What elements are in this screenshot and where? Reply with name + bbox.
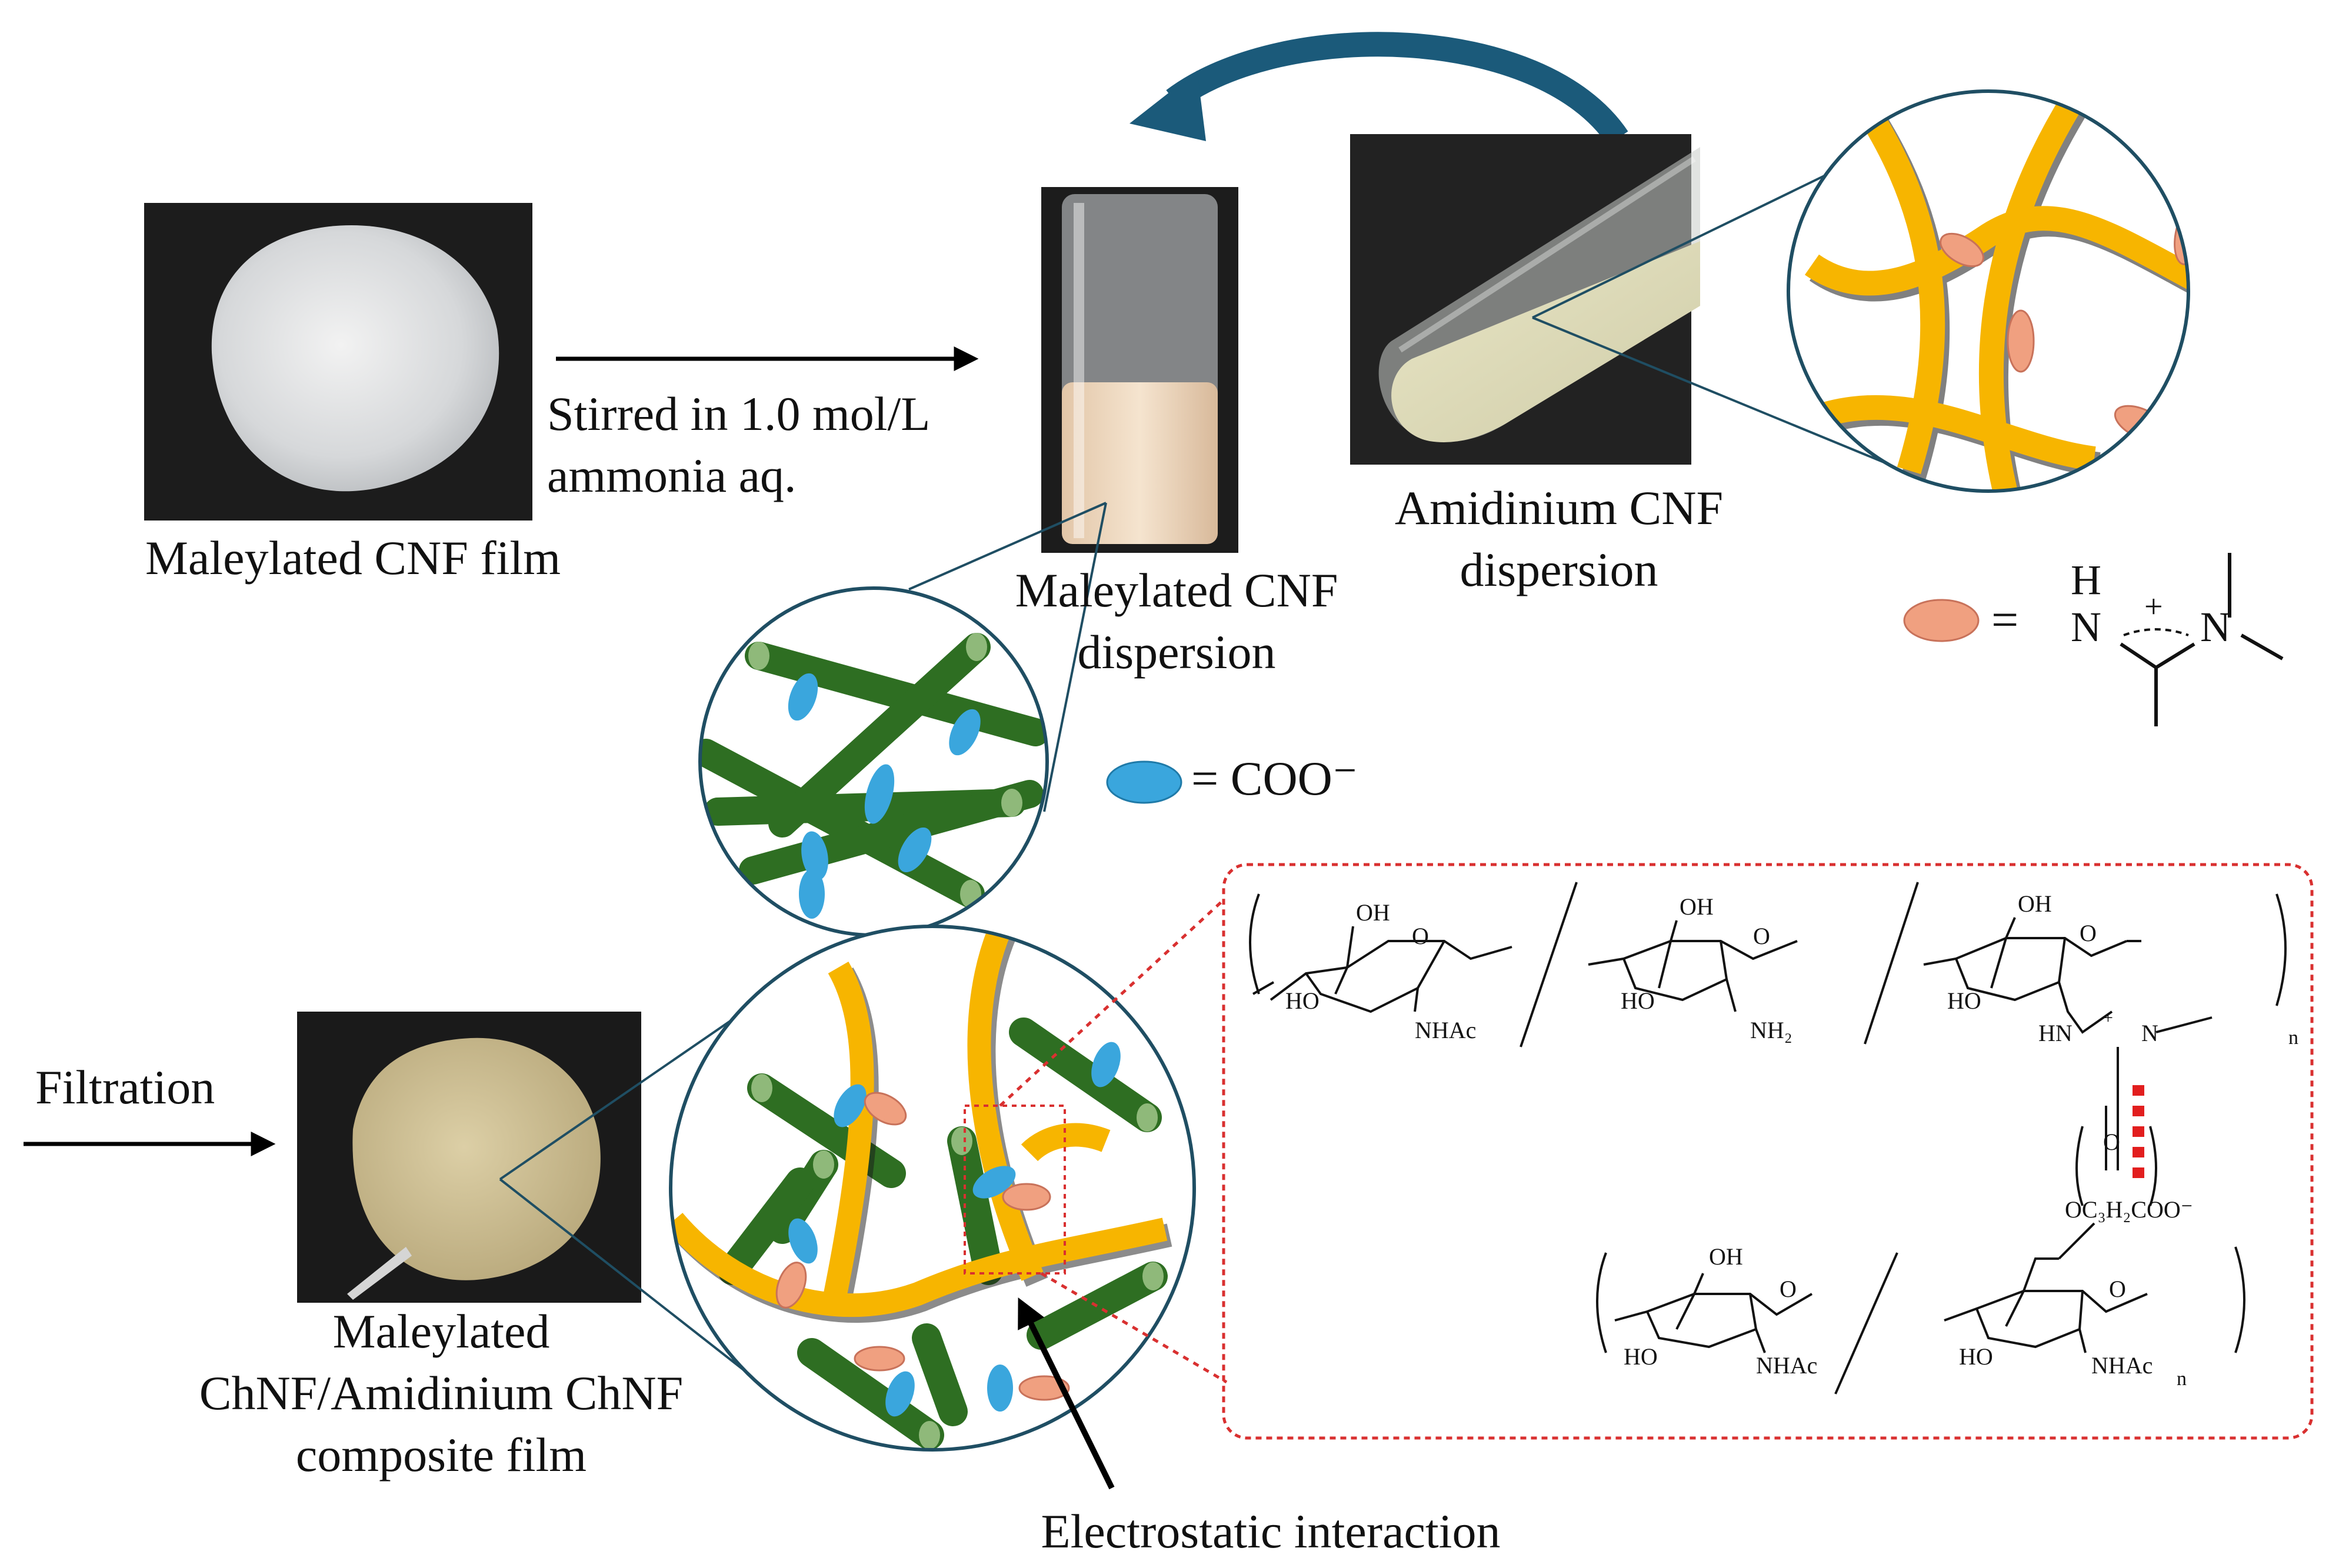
zoom-circle-maleylated (698, 586, 1049, 937)
ring3-oh: OH (2018, 890, 2052, 917)
label-maleylated-dispersion-line2: dispersion (1077, 625, 1276, 679)
ring5-ho: HO (1959, 1343, 1993, 1370)
label-maleylated-cnf-film: Maleylated CNF film (145, 531, 561, 585)
photo-amidinium-cnf-dispersion (1350, 134, 1700, 465)
ring4-ho: HO (1624, 1343, 1658, 1370)
photo-composite-film (297, 1012, 641, 1303)
zoom-circle-composite (669, 925, 1196, 1452)
ring2-nh2: NH₂ (1750, 1017, 1792, 1043)
ring4-oh: OH (1709, 1243, 1743, 1270)
ring4-o: O (1780, 1276, 1797, 1302)
ring3-n: N (2141, 1020, 2158, 1046)
label-composite-line1: Maleylated (332, 1305, 550, 1358)
chitin-structures (1249, 882, 2287, 1394)
label-filtration: Filtration (35, 1060, 215, 1114)
label-amidinium-legend-equals: = (1991, 593, 2019, 646)
ring3-hn: HN (2038, 1020, 2073, 1046)
label-stir-line2: ammonia aq. (547, 449, 797, 502)
ring1-o: O (1412, 923, 1429, 949)
label-coo-legend: = COO⁻ (1191, 752, 1358, 805)
label-electrostatic-interaction: Electrostatic interaction (1041, 1504, 1501, 1558)
ring3-plus: + (2103, 1008, 2113, 1027)
ring5-nhac: NHAc (2091, 1352, 2153, 1379)
box-zoom-lines (999, 899, 1228, 1384)
ring2-ho: HO (1621, 987, 1655, 1014)
ring2-o: O (1753, 923, 1770, 949)
zoom-circle-amidinium (1787, 89, 2190, 493)
amidinium-structure (2120, 553, 2284, 726)
photo-maleylated-cnf-film (144, 203, 532, 521)
ring1-oh: OH (1356, 899, 1390, 926)
amidinium-plus: + (2144, 589, 2163, 625)
ring2-oh: OH (1680, 893, 1714, 920)
ring5-subscript-n: n (2177, 1368, 2187, 1390)
blue-ellipse-legend-icon (1106, 760, 1182, 804)
amidinium-n-right: N (2200, 603, 2231, 650)
ester-group: OC₃H₂COO⁻ (2065, 1196, 2193, 1223)
label-composite-line2: ChNF/Amidinium ChNF (199, 1366, 684, 1420)
label-amidinium-dispersion-line1: Amidinium CNF (1394, 481, 1724, 535)
carbonyl-o: O (2103, 1129, 2120, 1155)
label-amidinium-dispersion-line2: dispersion (1460, 543, 1658, 596)
ring5-o: O (2109, 1276, 2126, 1302)
label-maleylated-dispersion-line1: Maleylated CNF (1015, 563, 1338, 617)
return-curved-arrow (1129, 32, 1628, 145)
amidinium-n-left: N (2071, 603, 2101, 650)
electrostatic-red-dashes (2133, 1085, 2144, 1178)
electrostatic-arrow (1018, 1297, 1115, 1490)
ring1-ho: HO (1285, 987, 1320, 1014)
label-composite-line3: composite film (295, 1428, 587, 1482)
amidinium-h: H (2071, 556, 2101, 603)
ring4-nhac: NHAc (1756, 1352, 1817, 1379)
ring3-ho: HO (1947, 987, 1981, 1014)
photo-maleylated-cnf-dispersion (1041, 187, 1238, 553)
chemistry-box (1222, 863, 2314, 1440)
ring3-subscript-n: n (2288, 1027, 2298, 1049)
ring3-o: O (2080, 920, 2097, 946)
ring1-nhac: NHAc (1415, 1017, 1476, 1043)
orange-ellipse-legend-icon (1903, 599, 1980, 642)
chem-text: OH O HO NHAc OH O HO NH₂ OH O HO HN N + … (1285, 556, 2298, 1390)
label-stir-line1: Stirred in 1.0 mol/L (547, 387, 931, 441)
